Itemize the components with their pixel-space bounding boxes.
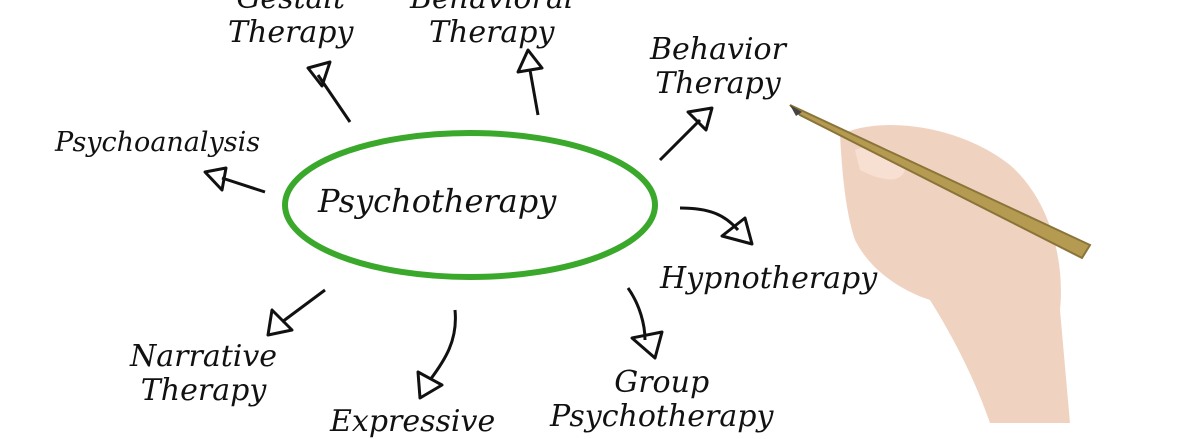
label-line: Behavioral [410,0,573,16]
label-line: Gestalt [228,0,353,16]
label-line: Therapy [228,15,354,50]
arrow-hypnotherapy [679,206,754,246]
arrow-narrative [266,288,326,337]
label-group-psychotherapy: Group Psychotherapy [550,366,773,434]
label-line: Narrative [130,339,278,374]
label-line: Psychotherapy [550,399,774,434]
label-line: Psychoanalysis [55,127,261,158]
label-psychoanalysis: Psychoanalysis [55,126,260,160]
label-behavioral-therapy: Behavioral Therapy [410,0,573,50]
arrow-psychoanalysis [203,166,266,194]
label-line: Group [614,365,710,400]
hand-with-pen [789,104,1092,423]
arrow-expressive [416,309,457,400]
label-line: Therapy [140,373,267,408]
label-gestalt-therapy: Gestalt Therapy [228,0,353,50]
label-line: Hypnotherapy [660,261,878,296]
label-line: Behavior [650,32,786,67]
label-line: Therapy [655,66,781,101]
center-ellipse [282,130,658,280]
arrow-gestalt [306,60,352,123]
arrow-behavioral [516,48,544,116]
label-expressive: Expressive [330,405,495,439]
arrow-group [626,287,664,360]
label-behavior-therapy: Behavior Therapy [650,33,786,101]
center-label: Psychotherapy [318,182,557,220]
label-line: Expressive [330,404,496,439]
arrow-behavior [658,106,714,162]
diagram-drawing [203,48,1092,423]
label-narrative-therapy: Narrative Therapy [130,340,277,408]
label-hypnotherapy: Hypnotherapy [660,262,877,296]
label-line: Therapy [428,15,555,50]
